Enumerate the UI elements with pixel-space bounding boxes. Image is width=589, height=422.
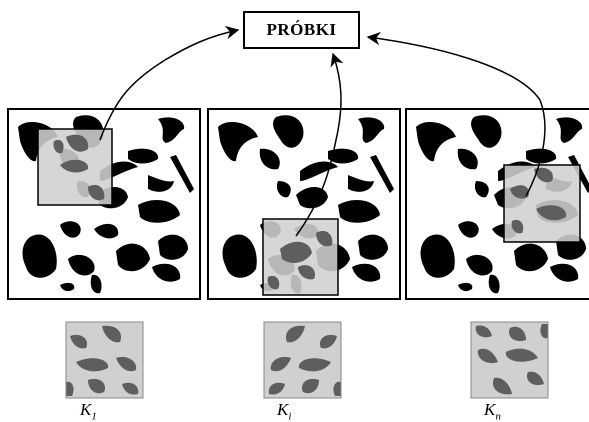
sample-label-n-sub: n: [495, 410, 501, 422]
sample-label-1: K1: [80, 400, 97, 422]
sample-label-n: Kn: [484, 400, 501, 422]
sample-square-i: [263, 321, 342, 399]
samples-title: PRÓBKI: [266, 20, 337, 39]
arrow-sample-n: [366, 31, 546, 197]
arrow-sample-i: [295, 52, 344, 237]
samples-title-box: PRÓBKI: [243, 11, 360, 49]
sample-label-i: Ki: [277, 400, 291, 422]
sample-square-1: [65, 321, 144, 399]
sample-label-i-sub: i: [288, 410, 292, 422]
panel-i-sample-window: [262, 218, 339, 296]
sample-label-1-sub: 1: [91, 410, 97, 422]
panel-i: [207, 108, 401, 300]
panel-n: [405, 108, 589, 300]
sample-square-n: [470, 321, 549, 399]
panel-n-sample-window: [503, 164, 581, 243]
arrow-sample-1: [99, 25, 240, 141]
sample-label-1-main: K: [80, 400, 92, 419]
sample-label-n-main: K: [484, 400, 496, 419]
panel-1-sample-window: [37, 128, 113, 206]
sample-label-i-main: K: [277, 400, 289, 419]
panel-1: [7, 108, 201, 300]
